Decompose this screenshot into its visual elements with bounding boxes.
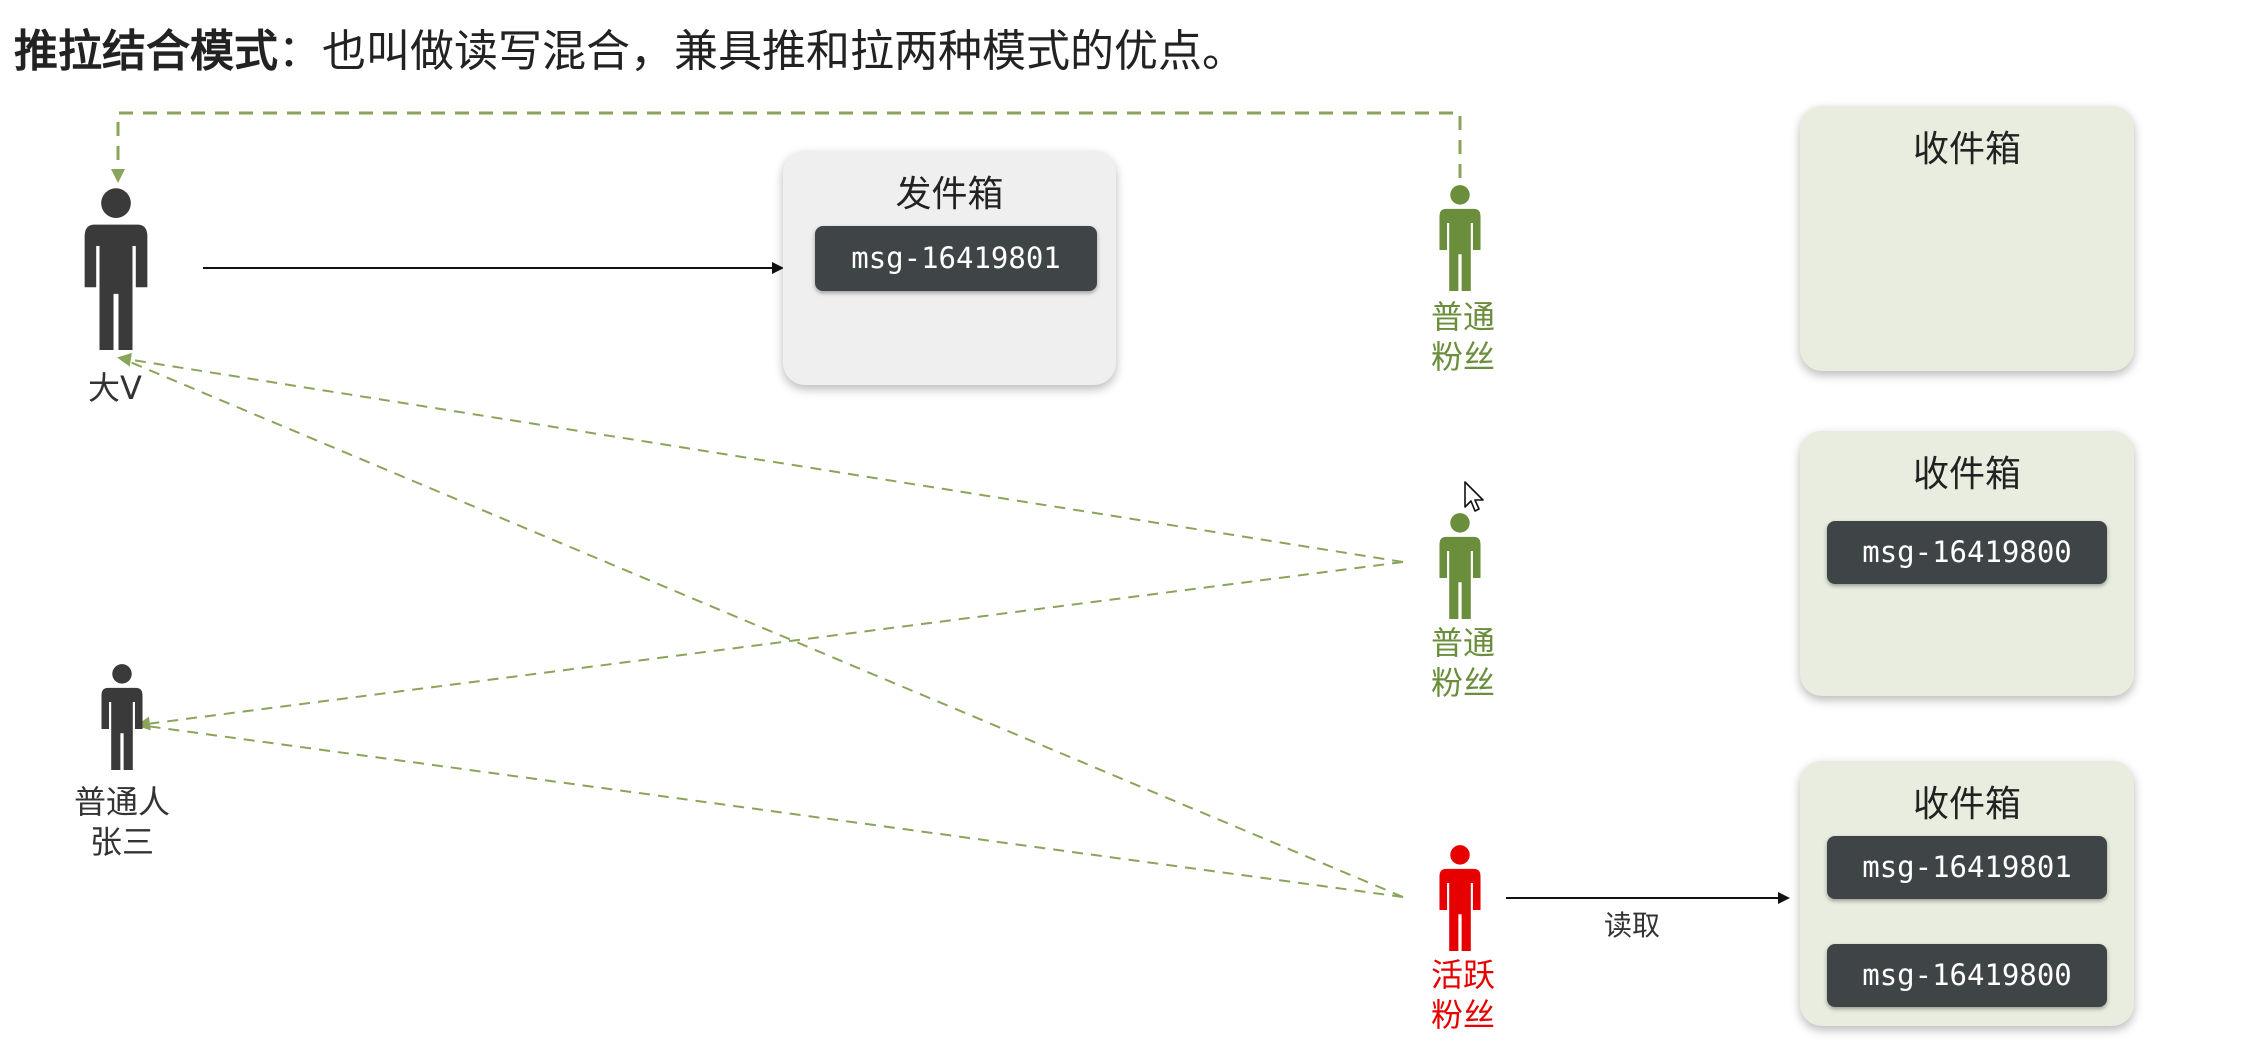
outbox-message: msg-16419801: [815, 226, 1097, 291]
normal-person-label: 普通人 张三: [62, 782, 182, 862]
pull-link-active-bigv: [129, 361, 1404, 898]
pull-link-top: [111, 111, 1462, 183]
normal-person-line2: 张三: [89, 823, 154, 861]
title-bold: 推拉结合模式: [14, 26, 278, 77]
big-v-label: 大V: [88, 369, 142, 407]
fan-2-line1: 普通: [1430, 624, 1495, 662]
inbox-fan-1: 收件箱: [1800, 106, 2134, 371]
inbox-1-title: 收件箱: [1912, 129, 2021, 170]
pull-link-fan2-normal: [136, 561, 1404, 731]
page-title: 推拉结合模式：也叫做读写混合，兼具推和拉两种模式的优点。: [14, 22, 1246, 82]
mouse-cursor-icon: [1464, 481, 1484, 512]
fan-2-label: 普通 粉丝: [1403, 623, 1523, 703]
fan-2-icon: [1439, 513, 1481, 619]
active-fan-line2: 粉丝: [1430, 996, 1495, 1034]
active-fan-label: 活跃 粉丝: [1403, 955, 1523, 1035]
read-label: 读取: [1603, 909, 1660, 942]
active-fan-icon: [1439, 845, 1481, 951]
fan-1-line2: 粉丝: [1430, 338, 1495, 376]
inbox-3-title: 收件箱: [1912, 784, 2021, 825]
outbox-title: 发件箱: [895, 174, 1004, 215]
normal-person-line1: 普通人: [73, 783, 170, 821]
inbox-3-message-1: msg-16419801: [1827, 836, 2107, 899]
inbox-2-message: msg-16419800: [1827, 521, 2107, 584]
fan-1-icon: [1439, 185, 1481, 291]
title-rest: ：也叫做读写混合，兼具推和拉两种模式的优点。: [278, 26, 1246, 77]
pull-link-active-normal: [138, 724, 1404, 898]
fan-1-line1: 普通: [1430, 298, 1495, 336]
fan-1-label: 普通 粉丝: [1403, 297, 1523, 377]
outbox: 发件箱 msg-16419801: [783, 151, 1116, 385]
active-fan-line1: 活跃: [1430, 956, 1495, 994]
inbox-2-title: 收件箱: [1912, 454, 2021, 495]
pull-link-fan2-bigv: [117, 352, 1404, 563]
big-v-icon: [84, 188, 148, 350]
fan-2-line2: 粉丝: [1430, 664, 1495, 702]
inbox-fan-2: 收件箱 msg-16419800: [1800, 431, 2134, 696]
normal-person-icon: [101, 664, 143, 770]
inbox-active-fan: 收件箱 msg-16419801 msg-16419800: [1800, 761, 2134, 1026]
inbox-3-message-2: msg-16419800: [1827, 944, 2107, 1007]
